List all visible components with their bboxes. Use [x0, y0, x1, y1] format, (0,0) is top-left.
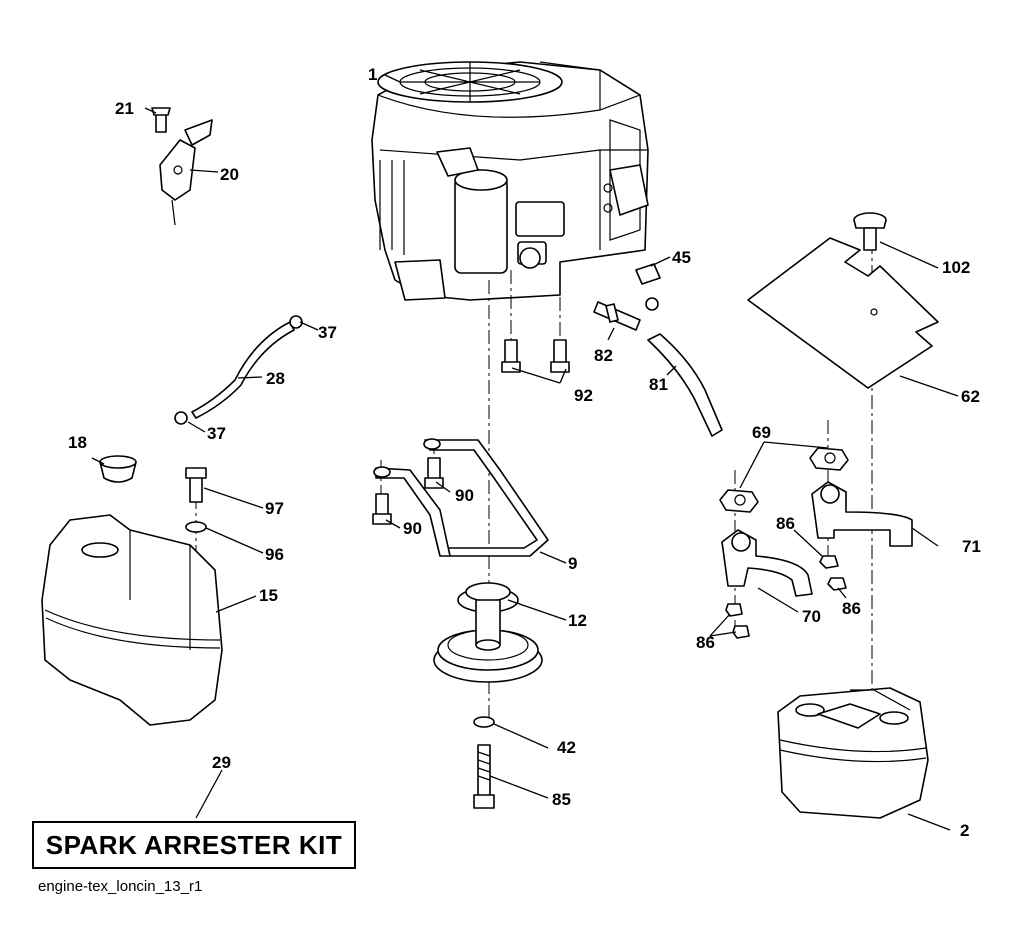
callout-21: 21 [115, 99, 134, 118]
callout-45: 45 [672, 248, 691, 267]
fuel-filter-assembly [593, 263, 723, 437]
spark-arrester-kit-label: SPARK ARRESTER KIT [45, 829, 343, 860]
callout-2: 2 [960, 821, 969, 840]
callout-81: 81 [649, 375, 668, 394]
spark-arrester-kit-box: SPARK ARRESTER KIT [32, 821, 356, 869]
callout-1: 1 [368, 65, 377, 84]
callout-85: 85 [552, 790, 571, 809]
diagram-code: engine-tex_loncin_13_r1 [38, 878, 203, 895]
heat-shield-knob [853, 212, 887, 251]
callout-97: 97 [265, 499, 284, 518]
callout-92: 92 [574, 386, 593, 405]
leader-lines [91, 74, 959, 831]
callout-90: 90 [403, 519, 422, 538]
callout-18: 18 [68, 433, 87, 452]
throttle-bracket [151, 107, 213, 226]
engine-illustration [371, 61, 649, 301]
exhaust-gaskets [719, 447, 849, 513]
fuel-line [174, 315, 303, 425]
callout-69: 69 [752, 423, 771, 442]
fuel-cap [99, 455, 137, 483]
callout-20: 20 [220, 165, 239, 184]
exhaust-pipes [721, 481, 913, 597]
muffler [777, 687, 929, 819]
callout-labels: 1 21 20 37 28 37 18 97 96 15 45 82 81 92… [68, 65, 981, 840]
callout-96: 96 [265, 545, 284, 564]
callout-37: 37 [318, 323, 337, 342]
pulley-bolt [473, 716, 495, 809]
callout-42: 42 [557, 738, 576, 757]
callout-71: 71 [962, 537, 981, 556]
callout-28: 28 [266, 369, 285, 388]
callout-86: 86 [696, 633, 715, 652]
engine-pulley [433, 582, 543, 683]
engine-mount-bolts [501, 339, 570, 373]
callout-102: 102 [942, 258, 970, 277]
callout-12: 12 [568, 611, 587, 630]
exhaust-nuts [725, 555, 847, 639]
heat-shield [747, 237, 939, 389]
callout-82: 82 [594, 346, 613, 365]
callout-37: 37 [207, 424, 226, 443]
callout-90: 90 [455, 486, 474, 505]
fuel-tank [41, 514, 223, 726]
callout-9: 9 [568, 554, 577, 573]
callout-70: 70 [802, 607, 821, 626]
callout-62: 62 [961, 387, 980, 406]
callout-86: 86 [776, 514, 795, 533]
callout-29: 29 [212, 753, 231, 772]
bolt-and-washer [185, 467, 207, 533]
callout-86: 86 [842, 599, 861, 618]
engine-bracket [372, 438, 549, 557]
callout-15: 15 [259, 586, 278, 605]
